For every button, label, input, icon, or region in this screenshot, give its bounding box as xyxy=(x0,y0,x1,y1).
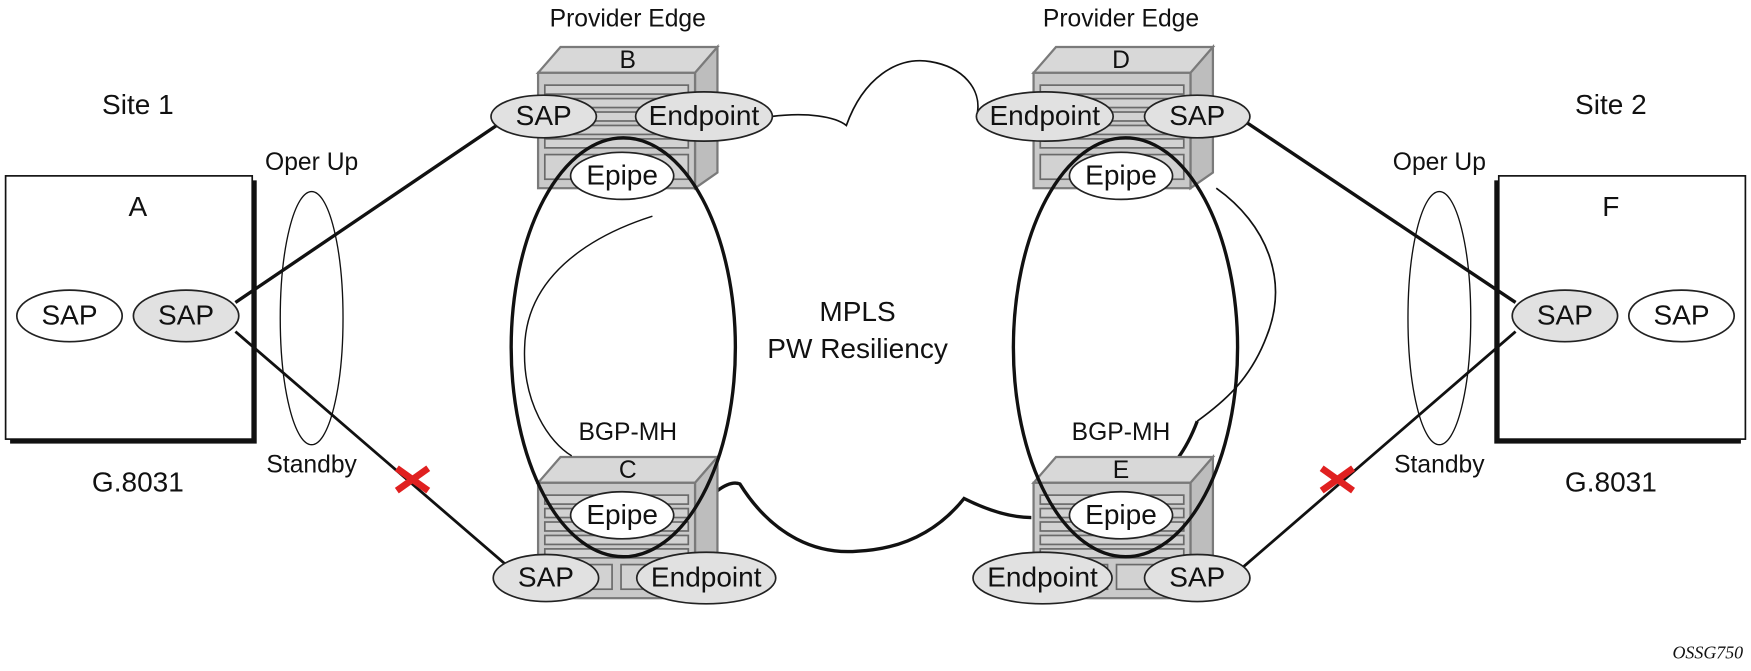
svg-text:Epipe: Epipe xyxy=(1085,499,1157,530)
router-e-caption: BGP-MH xyxy=(1072,419,1171,446)
router-b-caption: Provider Edge xyxy=(550,6,706,33)
svg-text:SAP: SAP xyxy=(41,299,97,330)
svg-text:SAP: SAP xyxy=(1537,299,1593,330)
svg-text:SAP: SAP xyxy=(1169,562,1225,593)
router-e-endpoint[interactable]: Endpoint xyxy=(972,551,1113,605)
mpls-cloud-bottom xyxy=(716,481,1032,554)
site2-sap-2[interactable]: SAP xyxy=(1627,289,1736,343)
device-a-label: A xyxy=(129,191,148,222)
site2-protection: G.8031 xyxy=(1565,466,1657,497)
router-b-label: B xyxy=(620,47,636,74)
svg-text:Endpoint: Endpoint xyxy=(651,562,762,593)
site2-failure-x-icon xyxy=(1319,465,1356,494)
router-b-epipe[interactable]: Epipe xyxy=(569,151,675,201)
site2-active-link xyxy=(1243,119,1517,304)
site2-standby-link xyxy=(1241,330,1517,570)
svg-text:SAP: SAP xyxy=(518,562,574,593)
svg-text:SAP: SAP xyxy=(516,100,572,131)
router-b-endpoint[interactable]: Endpoint xyxy=(634,91,774,142)
site1-protection: G.8031 xyxy=(92,466,184,497)
site2-lag-ellipse xyxy=(1407,190,1472,446)
svg-text:Epipe: Epipe xyxy=(1085,159,1157,190)
site2-sap-1[interactable]: SAP xyxy=(1511,289,1619,343)
site2-oper-up-label: Oper Up xyxy=(1393,149,1486,176)
mpls-cloud-top xyxy=(771,59,979,127)
svg-text:SAP: SAP xyxy=(1169,100,1225,131)
site1-sap-1[interactable]: SAP xyxy=(15,289,124,343)
svg-text:SAP: SAP xyxy=(1653,299,1709,330)
router-c[interactable]: C xyxy=(536,455,719,600)
site1-oper-up-label: Oper Up xyxy=(265,149,358,176)
site1-standby-link xyxy=(234,330,506,565)
router-e-sap[interactable]: SAP xyxy=(1143,553,1251,603)
svg-text:Epipe: Epipe xyxy=(586,159,658,190)
router-d[interactable]: D xyxy=(1032,45,1215,190)
router-b-sap[interactable]: SAP xyxy=(490,94,598,139)
router-d-label: D xyxy=(1112,47,1130,74)
figure-id: OSSG750 xyxy=(1672,643,1743,663)
router-d-caption: Provider Edge xyxy=(1043,6,1199,33)
site1-title: Site 1 xyxy=(102,89,174,120)
router-d-sap[interactable]: SAP xyxy=(1143,94,1251,139)
site2-title: Site 2 xyxy=(1575,89,1647,120)
center-label-mpls: MPLS xyxy=(819,296,895,327)
device-f-label: F xyxy=(1602,191,1619,222)
site1-failure-x-icon xyxy=(394,465,431,494)
mpls-cloud-right-thick xyxy=(1175,420,1199,461)
router-c-caption: BGP-MH xyxy=(578,419,677,446)
router-c-label: C xyxy=(619,457,637,484)
svg-text:Endpoint: Endpoint xyxy=(989,100,1100,131)
site1-lag-ellipse xyxy=(279,190,344,446)
router-e-label: E xyxy=(1113,457,1129,484)
router-b[interactable]: B xyxy=(536,45,719,190)
bgp-mh-session-left xyxy=(523,215,653,457)
router-c-epipe[interactable]: Epipe xyxy=(569,490,675,540)
svg-text:Endpoint: Endpoint xyxy=(649,100,760,131)
bgp-mh-group-left xyxy=(509,136,738,559)
router-c-sap[interactable]: SAP xyxy=(492,553,600,603)
mpls-cloud-right xyxy=(1196,187,1277,422)
site1-sap-2[interactable]: SAP xyxy=(132,289,240,343)
center-label-pw-resiliency: PW Resiliency xyxy=(767,333,948,364)
router-d-endpoint[interactable]: Endpoint xyxy=(975,91,1114,142)
svg-text:SAP: SAP xyxy=(158,299,214,330)
site1-active-link xyxy=(234,124,498,304)
bgp-mh-group-right xyxy=(1011,136,1240,559)
site1-standby-label: Standby xyxy=(266,452,357,479)
site2-standby-label: Standby xyxy=(1394,452,1485,479)
svg-text:Endpoint: Endpoint xyxy=(987,562,1098,593)
router-e[interactable]: E xyxy=(1032,455,1215,600)
router-c-endpoint[interactable]: Endpoint xyxy=(635,551,777,605)
router-d-epipe[interactable]: Epipe xyxy=(1068,151,1174,201)
svg-text:Epipe: Epipe xyxy=(586,499,658,530)
router-e-epipe[interactable]: Epipe xyxy=(1068,490,1174,540)
